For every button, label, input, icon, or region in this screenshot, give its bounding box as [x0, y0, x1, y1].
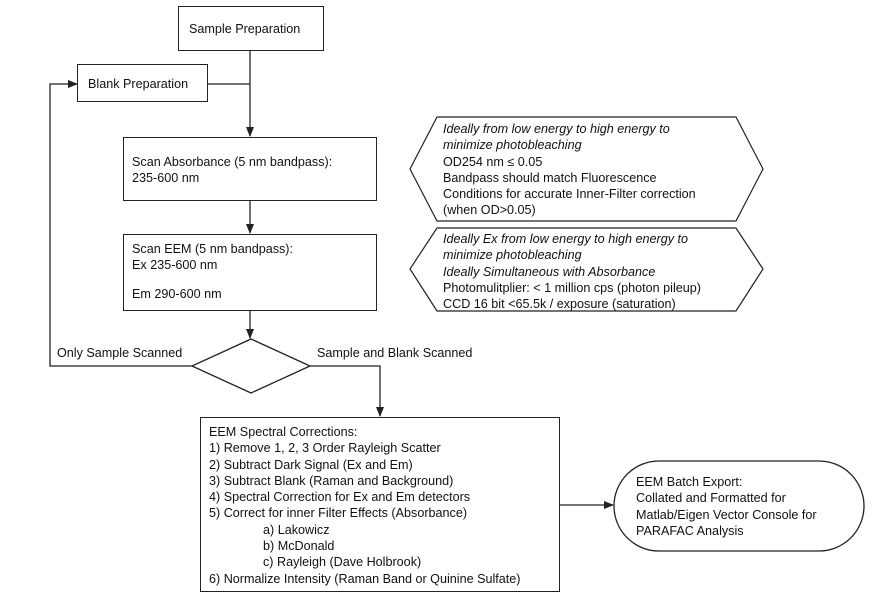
arrow-to-corrections [310, 365, 384, 417]
scan-eem-line: Em 290-600 nm [132, 286, 222, 301]
decision-diamond [190, 338, 312, 394]
export-line: PARAFAC Analysis [636, 523, 744, 538]
absorbance-note-text: Ideally from low energy to high energy t… [443, 121, 696, 219]
export-line: EEM Batch Export: [636, 475, 743, 489]
absorbance-note-italic-line: Ideally from low energy to high energy t… [443, 122, 670, 136]
export-terminal-shape [613, 460, 865, 552]
absorbance-note-line: Bandpass should match Fluorescence [443, 170, 657, 185]
loop-only-sample-scanned [49, 80, 192, 367]
sample-and-blank-scanned-label: Sample and Blank Scanned [317, 346, 473, 360]
scan-absorbance-line: Scan Absorbance (5 nm bandpass): [132, 155, 333, 169]
eem-note-italic-line: Ideally Simultaneous with Absorbance [443, 264, 656, 279]
eem-note-line: Photomulitplier: < 1 million cps (photon… [443, 280, 701, 295]
absorbance-note-line: Conditions for accurate Inner-Filter cor… [443, 187, 696, 202]
correction-subitem: a) Lakowicz [263, 522, 330, 537]
scan-eem-line [132, 274, 376, 286]
absorbance-note-line: OD254 nm ≤ 0.05 [443, 154, 543, 169]
eem-note-italic-line: minimize photobleaching [443, 248, 582, 263]
eem-note-text: Ideally Ex from low energy to high energ… [443, 231, 701, 312]
correction-item: 6) Normalize Intensity (Raman Band or Qu… [209, 571, 521, 586]
export-terminal-text: EEM Batch Export: Collated and Formatted… [636, 474, 817, 539]
correction-item: 5) Correct for inner Filter Effects (Abs… [209, 506, 468, 521]
correction-item: 3) Subtract Blank (Raman and Background) [209, 473, 454, 488]
sample-preparation-label: Sample Preparation [189, 22, 301, 36]
scan-absorbance-line: 235-600 nm [132, 171, 200, 186]
only-sample-scanned-label: Only Sample Scanned [57, 346, 183, 360]
correction-subitem: b) McDonald [263, 539, 335, 554]
correction-item: 4) Spectral Correction for Ex and Em det… [209, 490, 471, 505]
eem-note-shape [409, 227, 764, 312]
absorbance-note-line: (when OD>0.05) [443, 203, 536, 218]
export-line: Collated and Formatted for [636, 491, 786, 506]
absorbance-note-italic-line: minimize photobleaching [443, 138, 582, 153]
spectral-corrections-box: EEM Spectral Corrections: 1) Remove 1, 2… [200, 417, 560, 592]
scan-eem-line: Scan EEM (5 nm bandpass): [132, 242, 293, 256]
scan-eem-box: Scan EEM (5 nm bandpass): Ex 235-600 nm … [123, 234, 377, 311]
blank-preparation-label: Blank Preparation [88, 77, 189, 91]
correction-item: 1) Remove 1, 2, 3 Order Rayleigh Scatter [209, 441, 441, 456]
absorbance-note-shape [409, 116, 764, 222]
correction-subitem: c) Rayleigh (Dave Holbrook) [263, 555, 422, 570]
eem-note-line: CCD 16 bit <65.5k / exposure (saturation… [443, 297, 676, 312]
scan-eem-line: Ex 235-600 nm [132, 258, 218, 273]
blank-preparation-box: Blank Preparation [77, 64, 208, 102]
corrections-title: EEM Spectral Corrections: [209, 425, 358, 439]
scan-absorbance-box: Scan Absorbance (5 nm bandpass): 235-600… [123, 137, 377, 201]
export-line: Matlab/Eigen Vector Console for [636, 507, 817, 522]
eem-note-italic-line: Ideally Ex from low energy to high energ… [443, 232, 689, 246]
sample-preparation-box: Sample Preparation [178, 6, 324, 51]
correction-item: 2) Subtract Dark Signal (Ex and Em) [209, 457, 413, 472]
